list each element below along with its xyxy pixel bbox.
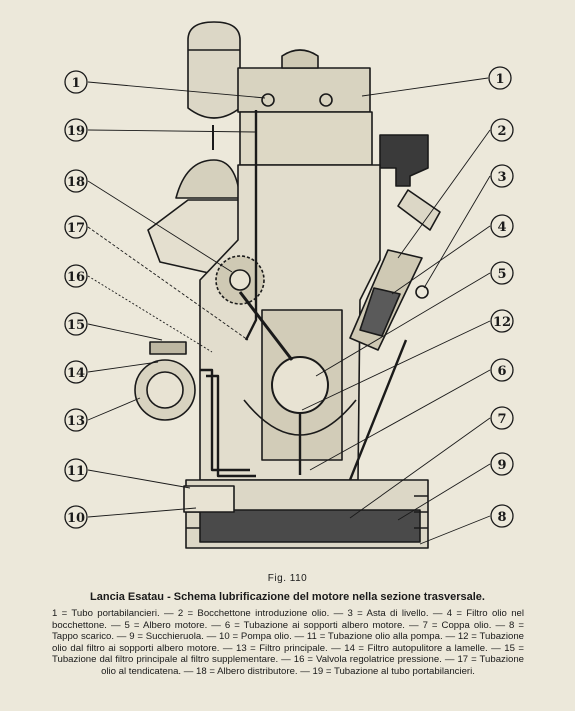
callout-label: 12 xyxy=(493,315,511,330)
callout-label: 16 xyxy=(67,270,85,285)
callout-16 xyxy=(64,264,88,288)
callout-label: 13 xyxy=(67,414,85,429)
callout-14 xyxy=(64,360,88,384)
callout-label: 7 xyxy=(497,412,506,427)
callout-5 xyxy=(490,261,514,285)
callout-label: 9 xyxy=(497,458,506,473)
caption-title: Lancia Esatau - Schema lubrificazione de… xyxy=(90,591,485,603)
callout-label: 17 xyxy=(67,221,85,236)
callout-4 xyxy=(490,214,514,238)
callout-label: 10 xyxy=(67,511,85,526)
callout-label: 1 xyxy=(495,72,504,87)
callout-label: 6 xyxy=(497,364,506,379)
caption-legend: 1 = Tubo portabilancieri. — 2 = Bocchett… xyxy=(52,608,524,677)
callout-1-left xyxy=(64,70,88,94)
callout-10 xyxy=(64,505,88,529)
oil-pipes xyxy=(200,110,302,478)
oil-reservoir-cup xyxy=(187,21,241,150)
callout-label: 14 xyxy=(67,366,85,381)
callout-label: 18 xyxy=(67,175,85,190)
callout-11 xyxy=(64,458,88,482)
engine-lubrication-diagram: 1 19 18 17 16 15 14 13 11 10 1 2 3 4 5 1… xyxy=(64,21,514,549)
callout-6 xyxy=(490,358,514,382)
connecting-rod xyxy=(238,291,294,361)
callout-label: 5 xyxy=(497,267,506,282)
injection-pump xyxy=(379,134,441,231)
callout-label: 2 xyxy=(497,124,506,139)
callout-label: 8 xyxy=(497,510,506,525)
callout-label: 4 xyxy=(497,220,506,235)
callout-7 xyxy=(490,406,514,430)
callout-1-right xyxy=(488,66,512,90)
callout-label: 19 xyxy=(67,124,85,139)
callout-label: 15 xyxy=(67,318,85,333)
callout-label: 3 xyxy=(497,170,506,185)
figure-number: Fig. 110 xyxy=(267,573,308,584)
callout-12 xyxy=(490,309,514,333)
camshaft-gear xyxy=(215,255,265,305)
callout-label: 1 xyxy=(71,76,80,91)
callout-15 xyxy=(64,312,88,336)
callout-9 xyxy=(490,452,514,476)
callout-13 xyxy=(64,408,88,432)
callout-19 xyxy=(64,118,88,142)
cylinder-head xyxy=(237,49,373,166)
main-filter xyxy=(134,341,196,421)
air-intake xyxy=(147,159,241,281)
callout-2 xyxy=(490,118,514,142)
oil-sump xyxy=(183,479,429,549)
callout-8 xyxy=(490,504,514,528)
callout-label: 11 xyxy=(67,464,85,479)
callout-3 xyxy=(490,164,514,188)
callout-18 xyxy=(64,169,88,193)
callout-17 xyxy=(64,215,88,239)
